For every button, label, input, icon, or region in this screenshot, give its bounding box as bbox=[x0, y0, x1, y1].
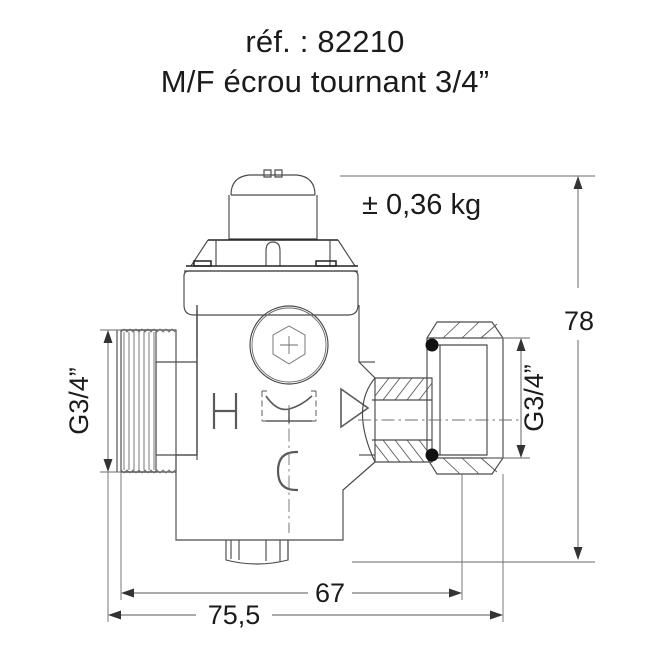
dim-arrow-67-right bbox=[449, 588, 462, 598]
swivel-nut-sleeve bbox=[432, 344, 488, 456]
plug-circle-outer bbox=[249, 305, 329, 385]
male-threaded-inlet bbox=[116, 328, 177, 474]
cold-label-c bbox=[276, 450, 297, 492]
cap-dome bbox=[230, 174, 316, 196]
weight-annotation: ± 0,36 kg bbox=[362, 189, 481, 221]
outlet-sphere bbox=[361, 377, 376, 463]
swivel-nut-outline bbox=[426, 321, 504, 475]
flow-direction-triangle bbox=[340, 387, 370, 429]
reference-title: réf. : 82210 bbox=[245, 24, 405, 59]
cap-nub-left bbox=[263, 169, 272, 178]
dimension-inlet-thread: G3/4” bbox=[64, 329, 124, 473]
thread-profile bbox=[120, 328, 176, 474]
dimension-length-755: 75,5 bbox=[107, 472, 504, 632]
thread-outer bbox=[121, 329, 157, 473]
cap-cylinder bbox=[228, 195, 318, 240]
hex-socket-plug bbox=[249, 305, 329, 385]
outlet-hatch-upper bbox=[374, 377, 433, 401]
hot-label-h bbox=[212, 393, 238, 429]
outlet-hatch-lower bbox=[374, 439, 433, 463]
dimension-78-text: 78 bbox=[564, 306, 594, 336]
o-ring-seal-bottom bbox=[425, 448, 439, 462]
o-ring-seal-top bbox=[425, 338, 439, 352]
bottom-flange-outline bbox=[225, 540, 289, 565]
dim-arrow-left-thread-top bbox=[103, 330, 113, 343]
dimension-g34-right-text: G3/4” bbox=[519, 364, 549, 432]
plug-hexagon bbox=[272, 325, 306, 365]
valve-symbol-box bbox=[261, 390, 317, 422]
dim-arrow-right-thread-bottom bbox=[516, 445, 526, 458]
dim-arrow-left-thread-bottom bbox=[103, 459, 113, 472]
dim-arrow-78-top bbox=[573, 176, 583, 189]
cap-skirt-right bbox=[337, 239, 356, 267]
dimension-g34-left-text: G3/4” bbox=[64, 367, 94, 435]
dimension-67-text: 67 bbox=[315, 578, 345, 608]
plug-circle-inner bbox=[251, 307, 327, 383]
dim-arrow-755-right bbox=[490, 610, 503, 620]
dim-arrow-right-thread-top bbox=[516, 338, 526, 351]
thread-body bbox=[120, 329, 177, 473]
dim-arrow-67-left bbox=[121, 588, 134, 598]
dimension-755-text: 75,5 bbox=[208, 600, 261, 630]
dim-arrow-755-left bbox=[108, 610, 121, 620]
body-outline bbox=[175, 305, 376, 541]
body-bevel bbox=[342, 461, 376, 491]
dim-78-text-bg bbox=[563, 288, 595, 340]
adjustment-cap bbox=[186, 169, 358, 267]
valve-body bbox=[155, 305, 376, 541]
part-markings bbox=[212, 387, 370, 530]
dim-arrow-78-bottom bbox=[573, 547, 583, 560]
title-block: réf. : 82210 M/F écrou tournant 3/4” bbox=[0, 22, 650, 103]
description-title: M/F écrou tournant 3/4” bbox=[160, 64, 490, 100]
bottom-outlet-flange bbox=[225, 525, 290, 565]
dimension-outlet-thread: G3/4” bbox=[487, 337, 549, 459]
valve-upper-body bbox=[183, 270, 359, 316]
dim-67-text-bg bbox=[308, 576, 352, 610]
dim-755-text-bg bbox=[196, 598, 272, 632]
swivel-nut-hatch bbox=[442, 321, 498, 475]
swivel-nut-outlet bbox=[358, 321, 520, 475]
upper-body-outline bbox=[183, 270, 359, 316]
cap-stem bbox=[265, 241, 281, 266]
plug-crosshair bbox=[280, 336, 298, 354]
cap-nub-right bbox=[274, 169, 283, 178]
dimension-length-67: 67 bbox=[120, 472, 463, 610]
dimension-height-78: 78 bbox=[340, 175, 595, 563]
cold-label-c-tips bbox=[296, 450, 298, 492]
